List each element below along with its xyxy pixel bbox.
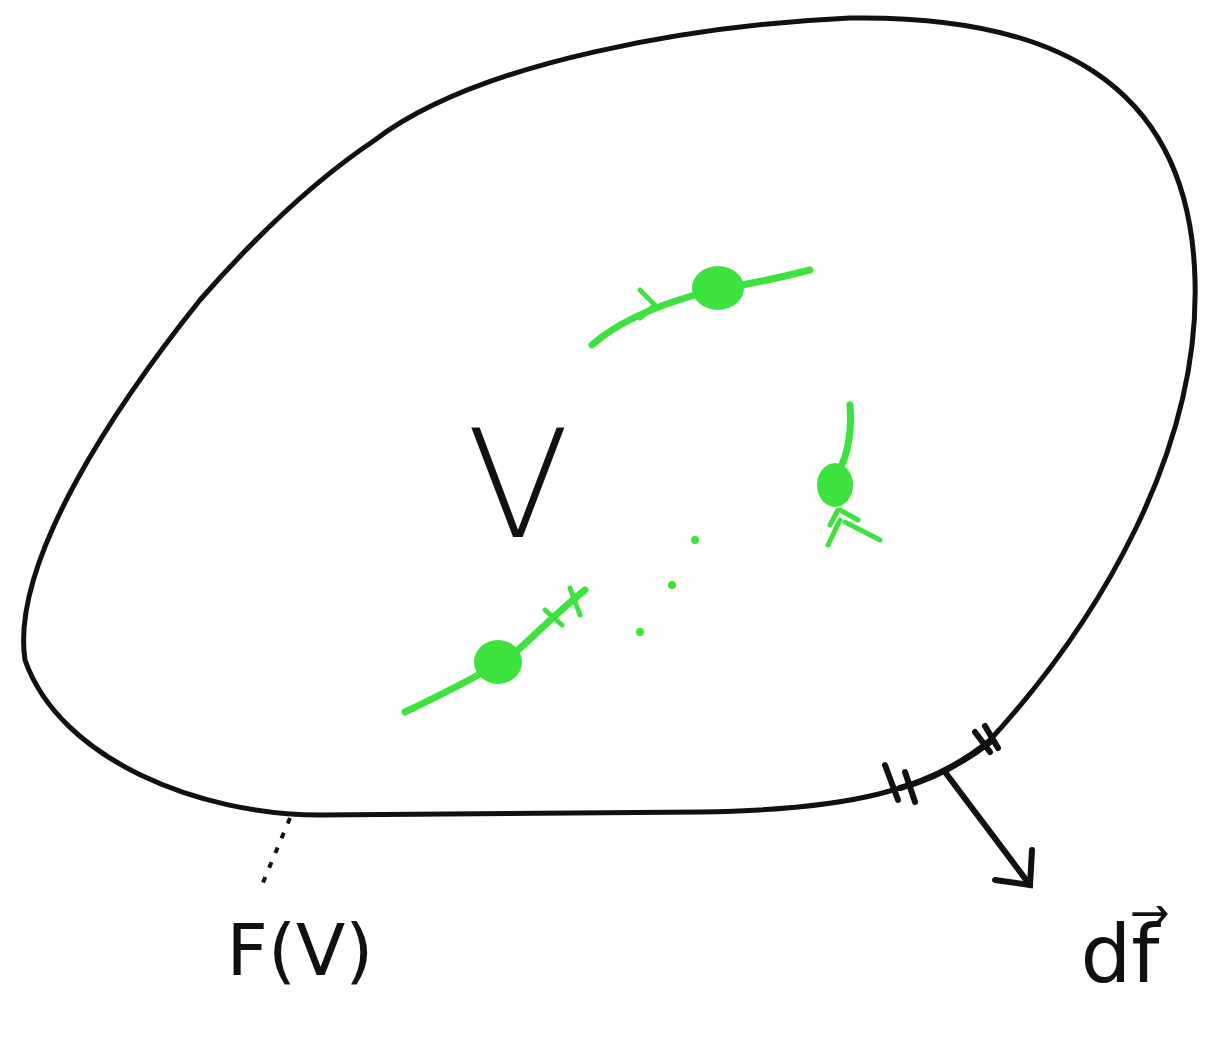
- surface-element: [885, 726, 1032, 885]
- vector-label: df⃗: [1081, 915, 1160, 995]
- region-shape: [0, 0, 1217, 840]
- region-label: V: [467, 410, 570, 560]
- region-outline: V: [0, 0, 1217, 840]
- region-border: [24, 18, 1196, 815]
- boundary-label: F(V): [227, 914, 374, 986]
- leader-line: [262, 818, 290, 885]
- particles: [405, 266, 880, 712]
